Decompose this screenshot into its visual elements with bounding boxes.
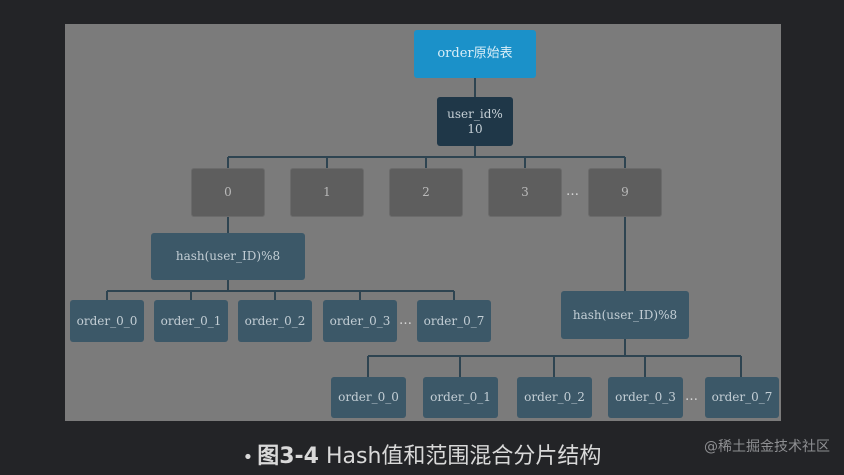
right-table-node-1: order_0_1	[423, 377, 498, 418]
left-table-ellipsis: …	[399, 313, 413, 328]
left-table-node-7: order_0_7	[417, 300, 491, 342]
left-hash-node: hash(user_ID)%8	[151, 233, 305, 280]
bucket-node-1: 1	[290, 168, 364, 217]
bucket-node-3: 3	[488, 168, 562, 217]
bucket-node-9: 9	[588, 168, 662, 217]
caption-text: Hash值和范围混合分片结构	[318, 444, 602, 469]
right-table-node-0: order_0_0	[331, 377, 406, 418]
root-table-node: order原始表	[414, 30, 536, 78]
left-table-node-3: order_0_3	[323, 300, 397, 342]
right-table-node-7: order_0_7	[705, 377, 779, 418]
left-table-node-1: order_0_1	[154, 300, 228, 342]
right-table-node-3: order_0_3	[608, 377, 683, 418]
user-id-mod-node: user_id% 10	[437, 97, 513, 146]
caption-figure-number: 图3-4	[257, 444, 319, 469]
watermark-text: @稀土掘金技术社区	[704, 439, 830, 455]
left-table-node-2: order_0_2	[238, 300, 312, 342]
diagram-panel	[65, 24, 781, 421]
figure-caption: •图3-4 Hash值和范围混合分片结构	[0, 438, 844, 470]
bucket-ellipsis: …	[566, 184, 580, 199]
left-table-node-0: order_0_0	[70, 300, 144, 342]
bucket-node-2: 2	[389, 168, 463, 217]
right-table-node-2: order_0_2	[517, 377, 592, 418]
bucket-node-0: 0	[191, 168, 265, 217]
caption-bullet: •	[242, 447, 254, 468]
right-hash-node: hash(user_ID)%8	[561, 291, 689, 339]
right-table-ellipsis: …	[685, 389, 699, 404]
